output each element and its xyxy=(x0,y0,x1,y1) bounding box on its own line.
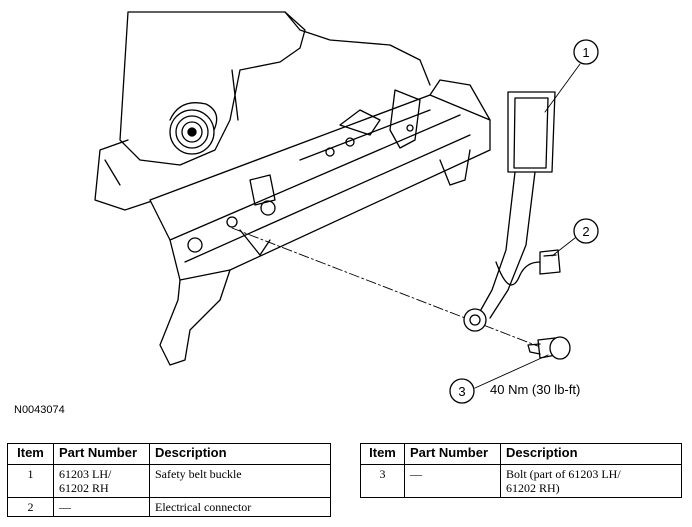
table-row: 2 — Electrical connector xyxy=(7,497,331,517)
callout-1-number: 1 xyxy=(582,45,589,60)
callout-1-circle xyxy=(573,39,599,65)
table-header-row: Item Part Number Description xyxy=(7,443,331,465)
figure-id: N0043074 xyxy=(14,404,65,416)
safety-belt-buckle xyxy=(463,91,556,332)
callout-3-torque-spec: 40 Nm (30 lb-ft) xyxy=(490,382,581,397)
item-cell: 2 xyxy=(7,497,54,517)
column-header-description: Description xyxy=(149,443,331,465)
description-cell: Bolt (part of 61203 LH/ 61202 RH) xyxy=(500,464,682,498)
parts-table-left: Item Part Number Description 1 61203 LH/… xyxy=(7,443,331,517)
callout-2-leader xyxy=(551,237,576,257)
table-row: 1 61203 LH/ 61202 RH Safety belt buckle xyxy=(7,464,331,498)
callout-2-number: 2 xyxy=(582,224,589,239)
callout-3-number: 3 xyxy=(458,384,465,399)
seat-track xyxy=(149,79,491,366)
column-header-description: Description xyxy=(500,443,682,465)
parts-table-right: Item Part Number Description 3 — Bolt (p… xyxy=(360,443,682,498)
recliner-mechanism xyxy=(169,102,218,155)
description-cell: Safety belt buckle xyxy=(149,464,331,498)
callout-3-circle xyxy=(449,378,475,404)
column-header-part-number: Part Number xyxy=(404,443,501,465)
table-header-row: Item Part Number Description xyxy=(360,443,682,465)
callout-3-leader xyxy=(474,354,549,389)
column-header-part-number: Part Number xyxy=(53,443,150,465)
callout-2-circle xyxy=(573,218,599,244)
column-header-item: Item xyxy=(360,443,405,465)
seat-belt-buckle-diagram: 1 2 3 xyxy=(94,11,599,404)
column-header-item: Item xyxy=(7,443,54,465)
seat-cushion xyxy=(94,11,431,211)
callout-1-leader xyxy=(544,63,581,113)
item-cell: 1 xyxy=(7,464,54,498)
installation-centerline xyxy=(231,227,549,351)
electrical-connector xyxy=(495,249,561,286)
description-cell: Electrical connector xyxy=(149,497,331,517)
part-number-cell: — xyxy=(404,464,501,498)
table-row: 3 — Bolt (part of 61203 LH/ 61202 RH) xyxy=(360,464,682,498)
bolt xyxy=(527,336,571,360)
item-cell: 3 xyxy=(360,464,405,498)
part-number-cell: 61203 LH/ 61202 RH xyxy=(53,464,150,498)
part-number-cell: — xyxy=(53,497,150,517)
